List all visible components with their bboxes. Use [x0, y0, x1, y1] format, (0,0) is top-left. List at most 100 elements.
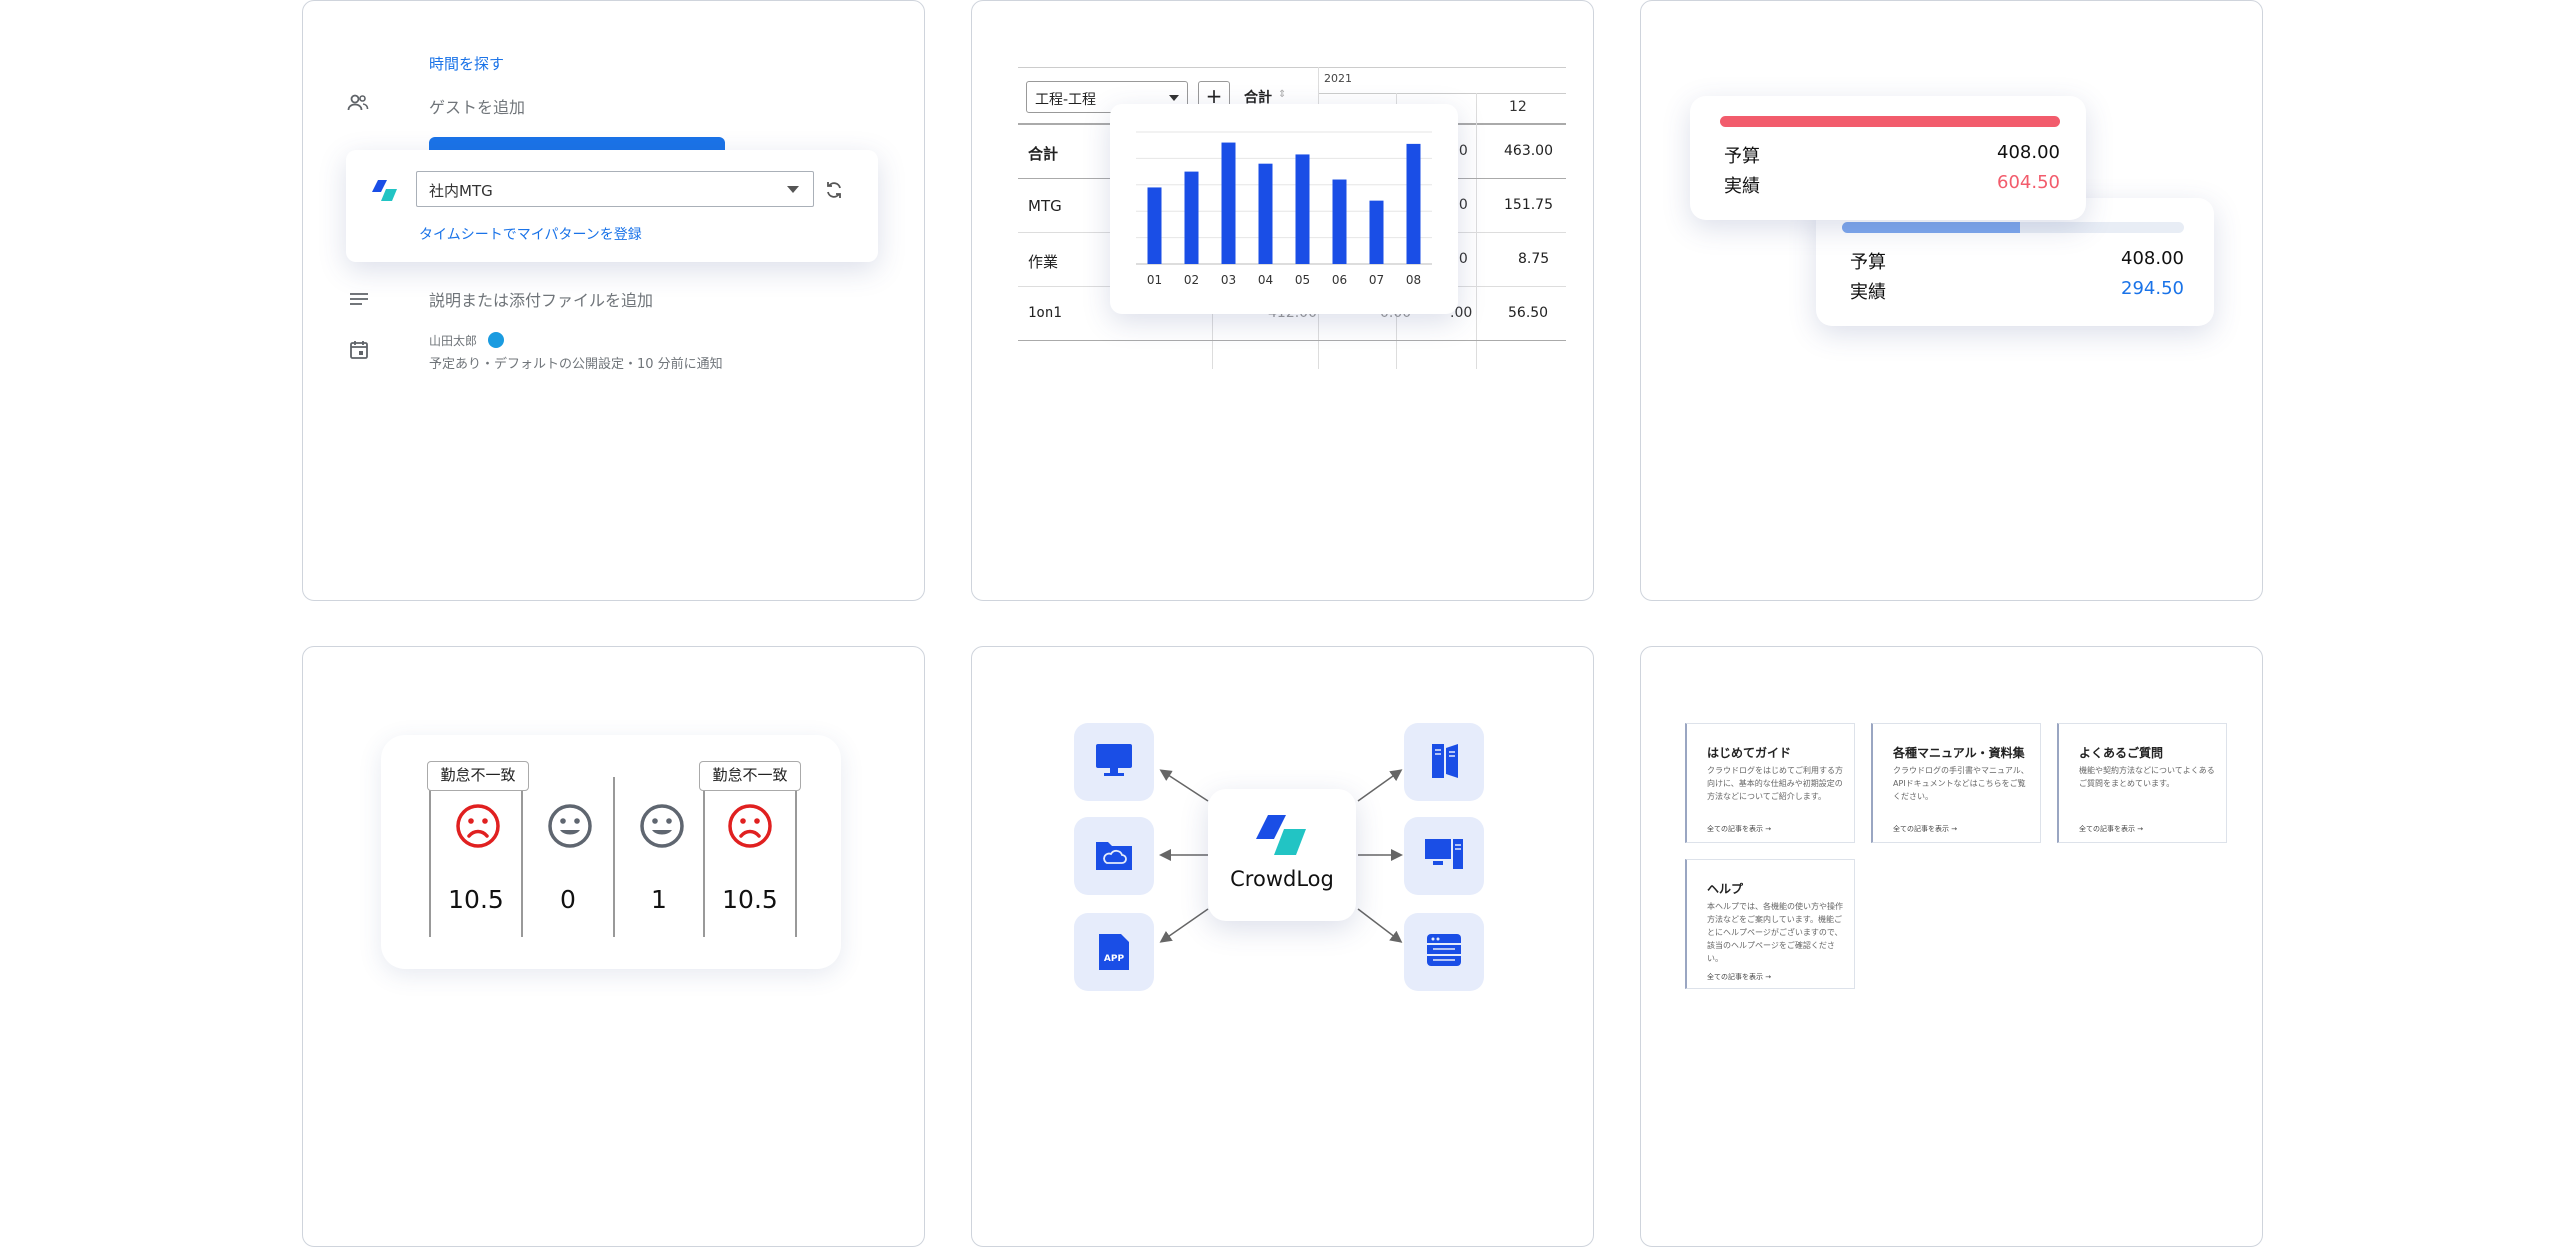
column-divider — [613, 777, 615, 937]
process-select[interactable]: 工程-工程 — [1026, 81, 1188, 113]
mismatch-tag: 勤怠不一致 — [427, 761, 529, 791]
progress-track — [1720, 116, 2060, 127]
owner-name: 山田太郎 — [429, 334, 478, 348]
work-type-select[interactable]: 社内MTG — [416, 171, 814, 207]
happy-face-icon — [639, 803, 685, 853]
chevron-down-icon — [1169, 95, 1179, 101]
progress-fill — [1720, 116, 2060, 127]
budget-label: 予算 — [1850, 252, 1886, 273]
help-category-title: 各種マニュアル・資料集 — [1893, 746, 2025, 760]
row-value: 56.50 — [1508, 305, 1549, 321]
refresh-icon[interactable] — [824, 180, 844, 204]
view-all-link[interactable]: 全ての記事を表示 → — [1893, 825, 1958, 833]
sad-face-icon — [455, 803, 501, 853]
help-category-card[interactable]: よくあるご質問 機能や契約方法などについてよくあるご質問をまとめています。 全て… — [2057, 723, 2227, 843]
connector-arrows — [1159, 769, 1403, 943]
add-guest-field[interactable]: ゲストを追加 — [429, 98, 526, 117]
chevron-down-icon — [787, 186, 799, 193]
progress-track — [1842, 222, 2184, 233]
storage-tile — [1404, 913, 1484, 991]
x-tick-label: 04 — [1258, 273, 1273, 287]
x-tick-label: 02 — [1184, 273, 1199, 287]
cloud-folder-tile — [1074, 817, 1154, 895]
chart-bar[interactable] — [1221, 142, 1236, 264]
calendar-card: 時間を探す ゲストを追加 説明または添付ファイルを追加 山田太郎 予定あり・デフ… — [302, 0, 925, 601]
hours-value: 0 — [560, 885, 576, 914]
x-tick-label: 08 — [1406, 273, 1421, 287]
chart-bar[interactable] — [1184, 171, 1199, 264]
help-category-card[interactable]: ヘルプ 本ヘルプでは、各機能の使い方や操作方法などをご案内しています。機能ごとに… — [1685, 859, 1855, 989]
app-tile: APP — [1074, 913, 1154, 991]
guest-icon — [347, 93, 369, 117]
desktop-tile — [1074, 723, 1154, 801]
crowdlog-logo-icon — [1254, 813, 1310, 861]
row-value: 463.00 — [1504, 143, 1553, 159]
hours-value: 1 — [651, 885, 667, 914]
table-divider — [1318, 93, 1566, 94]
chart-bar[interactable] — [1147, 187, 1162, 264]
vline-4 — [1476, 93, 1477, 369]
owner-color-dot[interactable] — [488, 332, 504, 348]
row-label: MTG — [1028, 197, 1062, 215]
view-all-link[interactable]: 全ての記事を表示 → — [1707, 973, 1772, 981]
crowdlog-hub: CrowdLog — [1208, 789, 1356, 921]
storage-icon — [1425, 931, 1463, 973]
find-time-link[interactable]: 時間を探す — [429, 55, 505, 73]
x-tick-label: 03 — [1221, 273, 1236, 287]
help-category-title: ヘルプ — [1707, 882, 1744, 896]
desktop-icon — [1094, 742, 1134, 782]
total-header[interactable]: 合計 — [1244, 90, 1272, 106]
help-category-desc: クラウドログをはじめてご利用する方向けに、基本的な仕組みや初期設定の方法などにつ… — [1707, 766, 1843, 801]
help-category-card[interactable]: はじめてガイド クラウドログをはじめてご利用する方向けに、基本的な仕組みや初期設… — [1685, 723, 1855, 843]
mismatch-label: 勤怠不一致 — [712, 766, 788, 784]
row-label: 1on1 — [1028, 305, 1062, 321]
column-divider — [429, 777, 431, 937]
app-file-icon: APP — [1097, 932, 1131, 972]
actual-label: 実績 — [1850, 282, 1886, 303]
chart-bar[interactable] — [1406, 143, 1421, 264]
crowdlog-logo-icon — [372, 178, 398, 208]
chart-bar[interactable] — [1258, 163, 1273, 264]
chart-bar[interactable] — [1369, 200, 1384, 264]
row-value: 8.75 — [1518, 251, 1550, 267]
help-card: はじめてガイド クラウドログをはじめてご利用する方向けに、基本的な仕組みや初期設… — [1640, 646, 2263, 1247]
server-rack-icon — [1424, 740, 1464, 784]
view-all-link[interactable]: 全ての記事を表示 → — [1707, 825, 1772, 833]
work-type-select-value: 社内MTG — [429, 182, 493, 200]
timesheet-card: 2021 12 工程-工程 + 合計 ⇕ 合計 00 463.00 MTG 00… — [971, 0, 1594, 601]
actual-label: 実績 — [1724, 176, 1760, 197]
chart-bar[interactable] — [1295, 154, 1310, 264]
chart-bar[interactable] — [1332, 179, 1347, 264]
view-all-link[interactable]: 全ての記事を表示 → — [2079, 825, 2144, 833]
x-tick-label: 01 — [1147, 273, 1162, 287]
x-tick-label: 06 — [1332, 273, 1347, 287]
sad-face-icon — [727, 803, 773, 853]
budget-label: 予算 — [1724, 146, 1760, 167]
x-tick-label: 05 — [1295, 273, 1310, 287]
attendance-card: 勤怠不一致 勤怠不一致 10.5 0 1 10.5 — [302, 646, 925, 1247]
row-value: 151.75 — [1504, 197, 1553, 213]
help-category-title: はじめてガイド — [1707, 746, 1792, 760]
table-top-line — [1018, 67, 1566, 68]
help-category-card[interactable]: 各種マニュアル・資料集 クラウドログの手引書やマニュアル、APIドキュメントなど… — [1871, 723, 2041, 843]
year-label: 2021 — [1324, 72, 1352, 85]
description-icon — [349, 291, 369, 310]
add-description-field[interactable]: 説明または添付ファイルを追加 — [429, 291, 654, 310]
row-label: 作業 — [1028, 253, 1059, 271]
happy-face-icon — [547, 803, 593, 853]
computer-tile — [1404, 817, 1484, 895]
sort-icon[interactable]: ⇕ — [1278, 89, 1287, 100]
crowdlog-brand-name: CrowdLog — [1230, 867, 1334, 891]
hours-value: 10.5 — [722, 885, 778, 914]
register-pattern-link[interactable]: タイムシートでマイパターンを登録 — [419, 227, 642, 243]
hours-value: 10.5 — [448, 885, 504, 914]
notify-settings[interactable]: 予定あり・デフォルトの公開設定・10 分前に通知 — [429, 357, 723, 372]
blue-bar-button[interactable] — [429, 137, 725, 151]
actual-value: 294.50 — [2121, 278, 2184, 299]
server-tile — [1404, 723, 1484, 801]
crowdlog-popup: 社内MTG タイムシートでマイパターンを登録 — [346, 150, 878, 262]
app-label: APP — [1103, 954, 1125, 964]
computer-tower-icon — [1423, 835, 1465, 877]
